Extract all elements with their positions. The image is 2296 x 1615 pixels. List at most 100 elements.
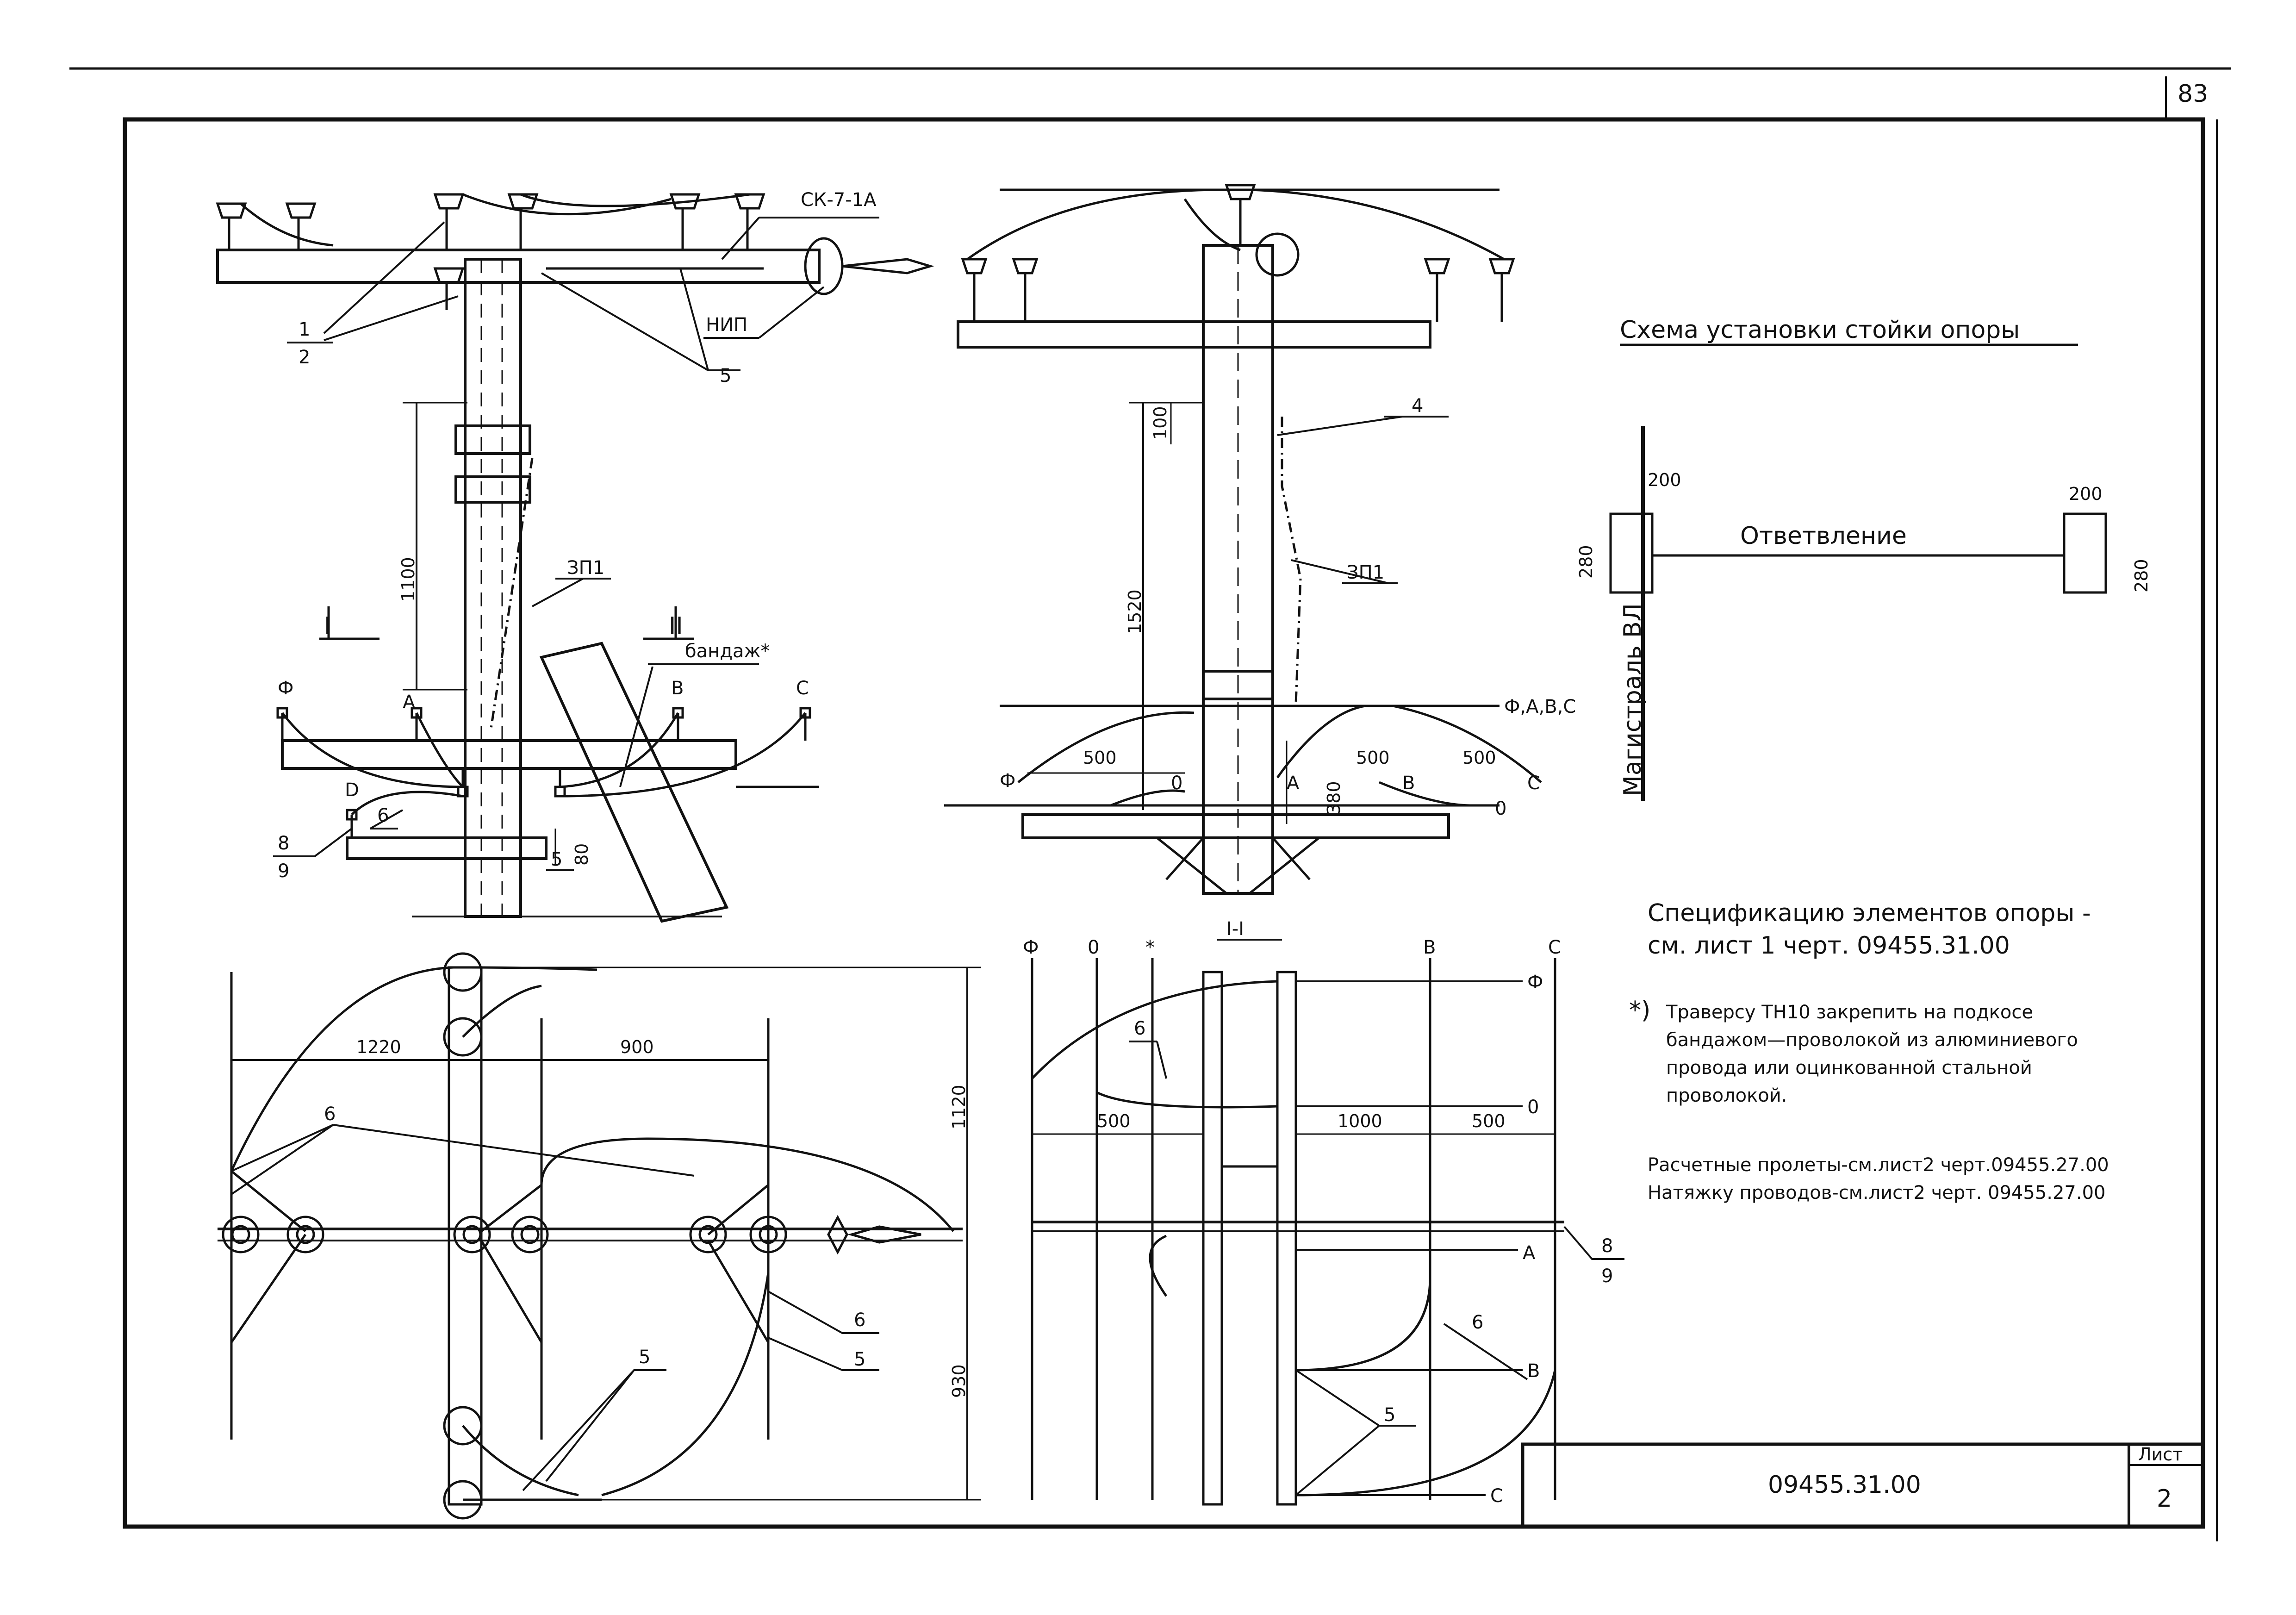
plan2-pole-left [1202, 971, 1223, 1506]
callout-nip: НИП [706, 314, 747, 336]
callout-2: 2 [299, 347, 310, 368]
side-elevation-view: 1520 100 380 500 500 500 4 ЗП1 Ф,А,В,С Ф… [944, 184, 1576, 941]
dim-380: 380 [1324, 781, 1344, 815]
plan2-c-right: С [1490, 1485, 1503, 1507]
callout-5-left: 5 [551, 849, 562, 870]
pole-clamp-upper [454, 424, 531, 455]
notes-block: Спецификацию элементов опоры - см. лист … [1629, 899, 2109, 1203]
phase-phi-side: Ф [1000, 770, 1015, 792]
pole-clamp-lower [454, 475, 531, 504]
side-lower-crossarm [1021, 813, 1450, 839]
phase-wires-middle [281, 712, 819, 816]
side-clamp [1202, 670, 1274, 700]
dim-1100: 1100 [398, 557, 418, 602]
asterisk-mark: *) [1629, 997, 1650, 1024]
phase-a-mid: А [403, 692, 416, 713]
asterisk-note-line2: бандажом—проволокой из алюминиевого [1666, 1029, 2078, 1051]
plan-view-right: Ф 0 * В С 500 1000 500 Ф 0 А В С 6 [1023, 937, 1624, 1507]
callout-bandage: бандаж* [685, 641, 770, 662]
callout-5-plan-right: 5 [854, 1349, 865, 1370]
dim-500-side-c: 500 [1462, 748, 1496, 768]
dim-500-plan-right: 500 [1472, 1111, 1506, 1131]
nip-clamp [804, 237, 934, 295]
spec-note-line2: см. лист 1 черт. 09455.31.00 [1648, 932, 2010, 960]
plan2-zero-right: 0 [1527, 1097, 1539, 1118]
ref-note-line1: Расчетные пролеты-см.лист2 черт.09455.27… [1648, 1154, 2109, 1176]
dim-930: 930 [949, 1364, 969, 1398]
insulators-top [216, 193, 765, 310]
callout-8-plan2: 8 [1601, 1235, 1613, 1257]
plan2-c: С [1548, 937, 1561, 958]
phase-combined: Ф,А,В,С [1504, 696, 1576, 717]
phase-c-mid: С [796, 678, 809, 699]
asterisk-note-line3: провода или оцинкованной стальной [1666, 1057, 2032, 1079]
title-block-frame [1521, 1442, 2205, 1528]
dim-1520: 1520 [1125, 589, 1145, 634]
middle-crossarm [281, 739, 737, 770]
plan2-a-right: А [1523, 1242, 1536, 1264]
callout-6-plan2-right: 6 [1472, 1312, 1483, 1333]
phase-zero-side-left: 0 [1171, 773, 1182, 794]
phase-phi-mid: Ф [278, 678, 293, 699]
callout-5-plan2: 5 [1384, 1404, 1395, 1426]
dim-200-left: 200 [1648, 470, 1681, 490]
sheet-label: Лист [2138, 1444, 2183, 1465]
callout-6-plan-right: 6 [854, 1309, 865, 1331]
dim-100: 100 [1150, 406, 1170, 440]
dim-500-plan-left: 500 [1097, 1111, 1131, 1131]
phase-a-side: А [1287, 773, 1300, 794]
main-line-label: Магистраль ВЛ [1619, 603, 1647, 796]
callout-6-left: 6 [377, 805, 389, 826]
phase-b-side: В [1402, 773, 1415, 794]
callout-6-plan-left: 6 [324, 1104, 336, 1125]
side-struts [1156, 837, 1320, 894]
dim-900: 900 [620, 1037, 654, 1057]
dim-500-side-a: 500 [1083, 748, 1117, 768]
drawing-number: 09455.31.00 [1768, 1471, 1921, 1499]
title-block: 09455.31.00 Лист 2 [1521, 1442, 2205, 1528]
plan-nip [827, 1215, 921, 1255]
dim-280-right: 280 [2131, 559, 2152, 592]
dim-500-side-b: 500 [1356, 748, 1390, 768]
plan2-b: В [1423, 937, 1436, 958]
callout-5-top: 5 [720, 365, 731, 387]
callout-8-left: 8 [278, 833, 289, 854]
sheet-heading: Схема установки стойки опоры [1620, 316, 2020, 344]
side-insulators [961, 184, 1515, 322]
callout-5-plan-left: 5 [639, 1347, 650, 1368]
plan2-phi-right: Ф [1527, 972, 1543, 993]
plan2-b-right: В [1527, 1360, 1540, 1382]
callout-6-plan2-top: 6 [1134, 1018, 1145, 1039]
section-1-mark: I [324, 612, 331, 640]
callout-4: 4 [1412, 395, 1423, 417]
phase-b-mid: В [671, 678, 684, 699]
side-phase-wires [1017, 705, 1542, 807]
sheet-number: 2 [2157, 1485, 2172, 1513]
plan2-zero: 0 [1088, 937, 1099, 958]
plan2-wires [1031, 980, 1556, 1497]
dim-280-left: 280 [1576, 545, 1596, 579]
callout-zp1-right: ЗП1 [1347, 562, 1384, 583]
main-pole-outline [1609, 512, 1654, 594]
dim-200-right: 200 [2069, 484, 2103, 504]
side-top-wires [966, 188, 1505, 261]
branch-label: Ответвление [1740, 522, 1907, 550]
drawing-frame [123, 117, 2205, 1529]
callout-9-left: 9 [278, 861, 289, 882]
plan-insulator-circles [222, 952, 787, 1520]
installation-scheme: Схема установки стойки опоры Магистраль … [1576, 316, 2152, 801]
plan-view-left: 1220 900 1120 930 6 6 5 5 [218, 952, 981, 1520]
asterisk-note-line4: проволокой. [1666, 1085, 1787, 1106]
plan2-star: * [1145, 937, 1155, 958]
callout-sk: СК-7-1А [801, 189, 877, 211]
strut [539, 642, 729, 923]
plan-wires [230, 966, 954, 1501]
lower-crossarm [346, 836, 548, 860]
phase-insulators-middle [276, 707, 811, 838]
dim-1120: 1120 [949, 1085, 969, 1129]
plan2-pole-right [1276, 971, 1297, 1506]
earth-conductor [489, 458, 534, 732]
side-upper-crossarm [957, 320, 1431, 349]
front-elevation-view: 1100 80 1 2 5 СК-7-1А НИП ЗП1 I II банда… [216, 189, 934, 923]
